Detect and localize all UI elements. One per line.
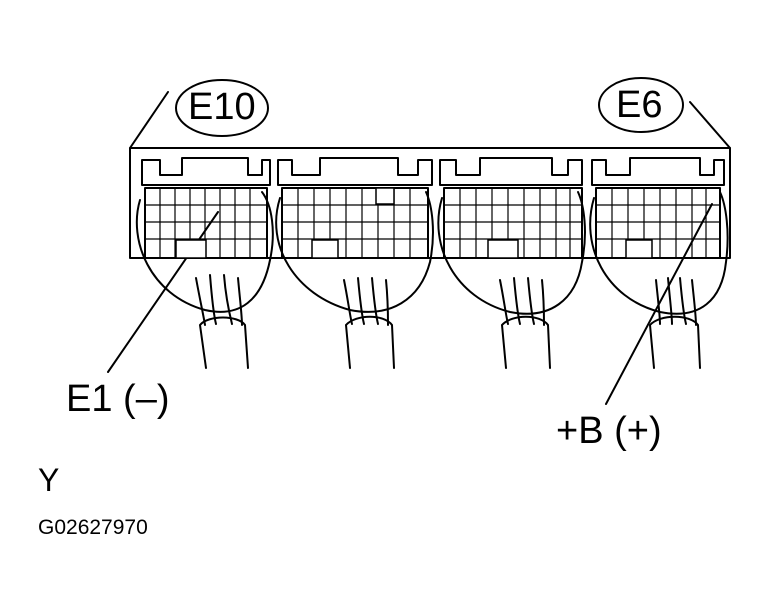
key-notch-2a: [311, 239, 339, 259]
pin-grid-2: [282, 188, 428, 258]
connector-e6: [589, 157, 729, 369]
key-notch-3: [487, 239, 519, 259]
figure-code-label: G02627970: [38, 516, 148, 539]
connector-2: [275, 157, 434, 369]
wire-sheath-2: [345, 315, 395, 369]
terminal-e1-label: E1 (–): [66, 378, 170, 420]
key-notch-e6: [625, 239, 653, 259]
housing-perspective-left: [129, 91, 169, 149]
wire-sheath-4: [649, 315, 701, 369]
b-leader-line: [605, 203, 713, 405]
e6-label-oval: [598, 77, 684, 133]
e1-leader-line: [107, 211, 219, 373]
wire-sheath-1: [199, 316, 249, 369]
e10-label-oval: [175, 79, 269, 137]
wire-sheath-3: [501, 315, 551, 369]
housing-perspective-right: [689, 101, 731, 149]
terminal-b-label: +B (+): [556, 410, 662, 452]
connector-e10-label: E10: [188, 86, 256, 128]
view-marker-label: Y: [38, 462, 60, 498]
connector-e6-label: E6: [616, 84, 663, 126]
key-notch-2b: [375, 187, 395, 205]
key-notch-e10: [175, 239, 207, 259]
connector-e10: [135, 157, 274, 369]
